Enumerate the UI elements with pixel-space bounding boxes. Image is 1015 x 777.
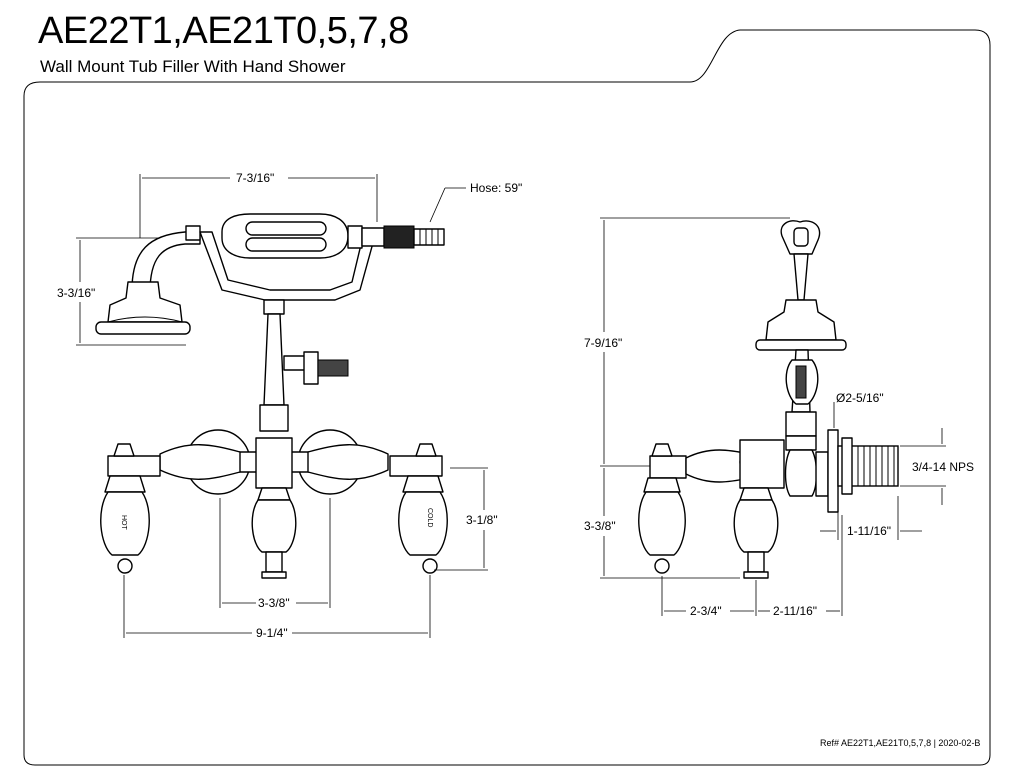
reference-number: Ref# AE22T1,AE21T0,5,7,8 | 2020-02-B bbox=[820, 738, 981, 748]
dim-thread: 3/4-14 NPS bbox=[912, 460, 974, 474]
dim-center-spacing: 3-3/8" bbox=[258, 596, 290, 610]
page-subtitle: Wall Mount Tub Filler With Hand Shower bbox=[40, 57, 346, 76]
dim-flange-diameter: Ø2-5/16" bbox=[836, 391, 884, 405]
dim-overall-width: 9-1/4" bbox=[256, 626, 288, 640]
dim-height-shower: 3-3/16" bbox=[57, 286, 95, 300]
front-view: 7-3/16" Hose: 59" 3-3/16" bbox=[57, 171, 522, 640]
page-title: AE22T1,AE21T0,5,7,8 bbox=[38, 10, 409, 52]
dim-depth-back: 2-11/16" bbox=[773, 604, 817, 618]
dim-lower-height: 3-3/8" bbox=[584, 519, 616, 533]
hose-label: Hose: 59" bbox=[470, 181, 522, 195]
dim-overall-height: 7-9/16" bbox=[584, 336, 622, 350]
cold-handle-label: COLD bbox=[426, 508, 433, 527]
sheet-frame bbox=[23, 29, 991, 766]
dim-width-top: 7-3/16" bbox=[236, 171, 274, 185]
dim-depth-front: 2-3/4" bbox=[690, 604, 722, 618]
dim-shank-length: 1-11/16" bbox=[847, 524, 891, 538]
dim-handle-height: 3-1/8" bbox=[466, 513, 498, 527]
hot-handle-label: HOT bbox=[120, 515, 127, 531]
side-view: 7-9/16" 3-3/8" bbox=[584, 217, 974, 618]
